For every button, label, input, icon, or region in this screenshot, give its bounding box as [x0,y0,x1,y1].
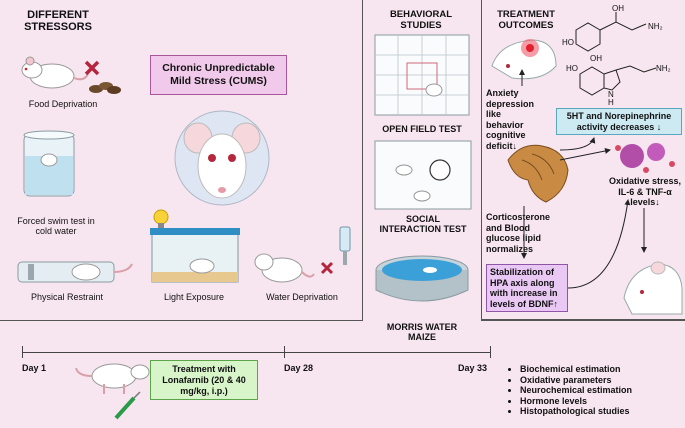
norepinephrine-structure-icon [575,12,647,52]
chem-nh2-1: NH₂ [648,22,663,31]
syringe-icon [114,391,141,420]
chem-oh-1: OH [612,4,624,13]
estimation-list: Biochemical estimation Oxidative paramet… [508,364,678,417]
estimation-item: Neurochemical estimation [520,385,678,396]
cums-rat-face-icon [174,110,270,206]
restraint-tube-icon [17,261,133,283]
tick-day28 [284,346,285,358]
estimation-item: Hormone levels [520,396,678,407]
water-cross-icon [320,261,334,275]
stressor-panel-frame [0,0,363,321]
chem-ho-1: HO [562,38,574,47]
oxidative-cells-icon [615,143,675,173]
chem-h: H [608,98,614,107]
chem-oh-2: OH [590,54,602,63]
food-rat-icon [21,56,89,89]
food-deprivation-label: Food Deprivation [28,99,98,109]
serotonin-structure-icon [579,65,657,96]
tick-day33 [490,346,491,358]
light-exposure-label: Light Exposure [163,292,225,302]
physical-restraint-label: Physical Restraint [30,292,104,302]
recovered-rat-icon [623,261,683,315]
injection-rat-icon [75,363,150,394]
outcome-rat-head-icon [491,39,557,80]
social-arena-icon [374,140,472,210]
water-rat-icon [254,253,315,283]
water-bottle-icon [339,226,351,265]
estimation-item: Oxidative parameters [520,375,678,386]
outcome-panel-bottom [481,319,685,320]
day28-label: Day 28 [284,363,314,373]
morris-pool-icon [375,255,469,302]
day33-label: Day 33 [458,363,488,373]
chem-nh2-2: NH₂ [656,64,671,73]
open-field-label: OPEN FIELD TEST [382,124,462,134]
outcome-panel-frame [481,0,685,321]
light-bulb-icon [153,209,169,229]
food-pellets-icon [89,82,121,94]
estimation-item: Biochemical estimation [520,364,678,375]
cross-icon [84,60,100,76]
tick-day1 [22,346,23,358]
day1-label: Day 1 [22,363,47,373]
brain-icon [507,144,569,203]
swim-cylinder-icon [23,130,75,197]
water-deprivation-label: Water Deprivation [266,292,338,302]
light-cage-icon [150,228,240,283]
chem-ho-2: HO [566,64,578,73]
estimation-item: Histopathological studies [520,406,678,417]
chem-n: N [608,90,614,99]
timeline-axis [22,352,490,353]
open-field-arena-icon [374,34,470,116]
